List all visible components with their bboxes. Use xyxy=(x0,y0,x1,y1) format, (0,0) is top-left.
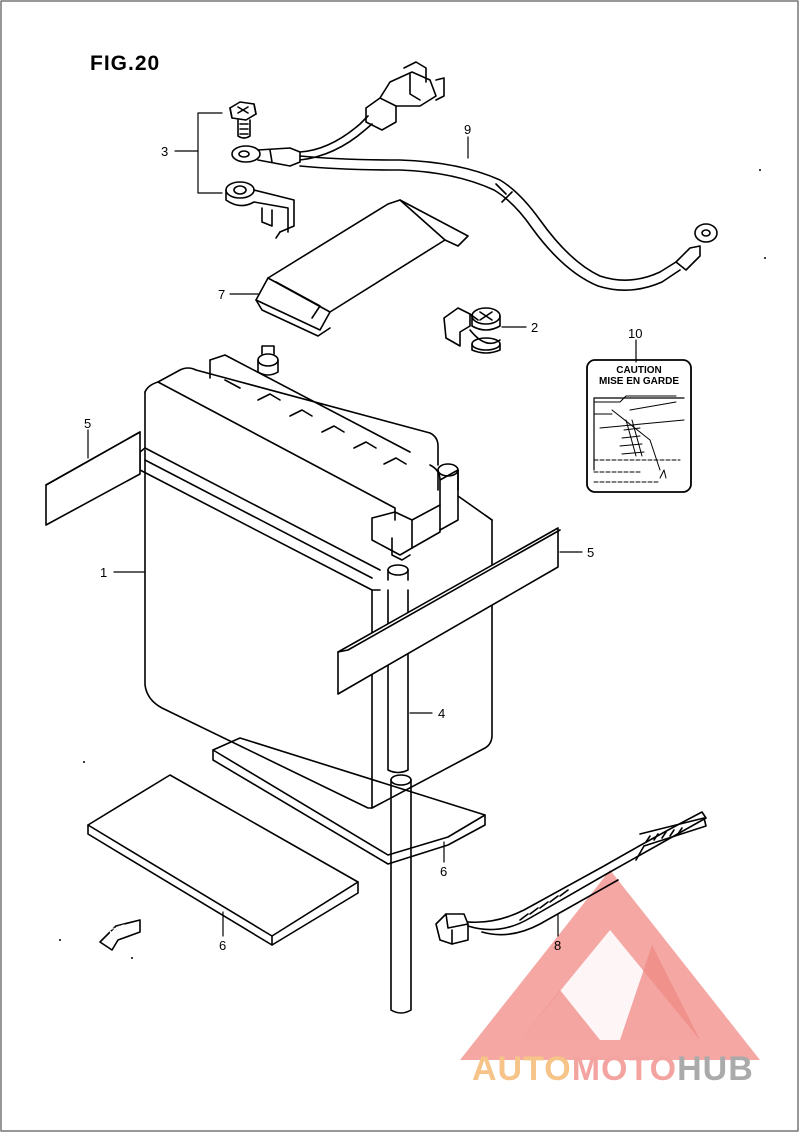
callout-3: 3 xyxy=(161,144,169,159)
callout-5-left: 5 xyxy=(84,416,92,431)
watermark-part-1: AUTO xyxy=(472,1050,572,1088)
watermark-part-3: HUB xyxy=(677,1050,754,1088)
callout-9: 9 xyxy=(464,122,472,137)
caution-line-1: CAUTION xyxy=(616,365,662,376)
part-4-breather-tube xyxy=(387,564,412,1014)
caution-line-2: MISE EN GARDE xyxy=(598,376,679,387)
callout-4: 4 xyxy=(438,706,446,721)
part-5-strip-right xyxy=(337,527,561,695)
part-6-pad-front xyxy=(87,774,359,946)
callout-6-front: 6 xyxy=(219,938,227,953)
figure-title: FIG.20 xyxy=(90,52,161,75)
part-3-bolt-and-bracket xyxy=(225,101,295,239)
callout-2: 2 xyxy=(531,320,539,335)
watermark-logo xyxy=(460,870,760,1060)
fwd-arrow-icon xyxy=(99,919,141,951)
part-7-battery-strap xyxy=(255,199,469,337)
callout-7: 7 xyxy=(218,287,226,302)
part-5-strip-left xyxy=(45,431,141,526)
watermark-part-2: MOTO xyxy=(571,1050,678,1088)
caution-label-text: CAUTION MISE EN GARDE xyxy=(587,365,691,387)
part-9-cable xyxy=(231,61,718,291)
part-1-battery xyxy=(139,345,493,809)
part-10-caution-label xyxy=(586,359,692,493)
callout-8: 8 xyxy=(554,938,562,953)
callout-5-right: 5 xyxy=(587,545,595,560)
callout-10: 10 xyxy=(628,326,643,341)
part-2-terminal-screw xyxy=(443,307,501,354)
callout-leaders xyxy=(87,112,637,937)
part-6-pad-rear xyxy=(212,737,486,865)
callout-6-rear: 6 xyxy=(440,864,448,879)
scan-specks xyxy=(59,169,766,959)
callout-1: 1 xyxy=(100,565,108,580)
part-8-harness-band xyxy=(435,811,707,945)
watermark-text: AUTOMOTOHUB xyxy=(472,1050,754,1089)
